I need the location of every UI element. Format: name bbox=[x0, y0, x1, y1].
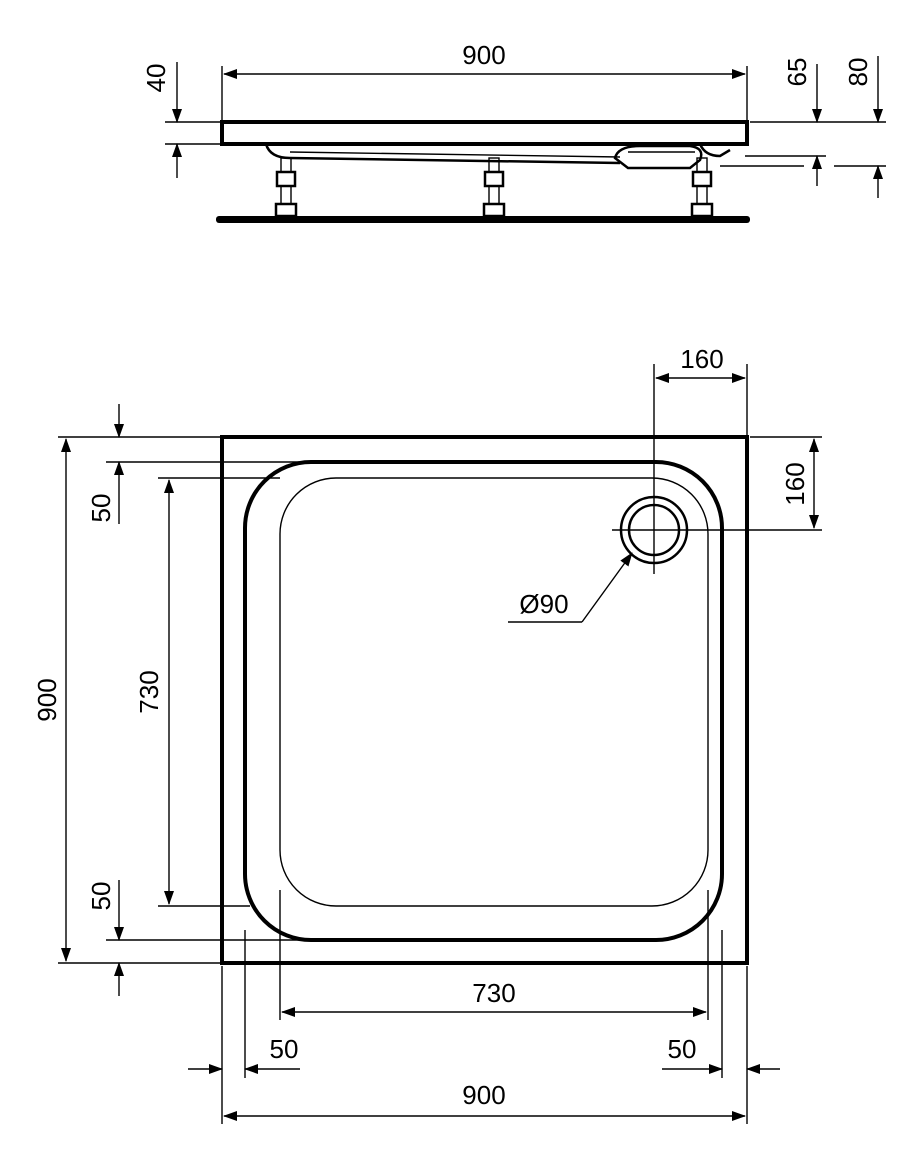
plan-view: 160 160 Ø90 900 730 50 50 bbox=[32, 344, 822, 1124]
depth-65-label: 65 bbox=[782, 58, 812, 87]
rim-height-label: 40 bbox=[141, 64, 171, 93]
floor-base bbox=[216, 216, 750, 223]
drain-outlet-side bbox=[613, 144, 703, 170]
drain-diameter-label: Ø90 bbox=[519, 589, 568, 619]
side-view: 900 40 65 80 bbox=[141, 40, 886, 223]
tray-underside bbox=[264, 143, 621, 165]
tray-rim-contour bbox=[243, 460, 724, 942]
tray-outer-edge bbox=[220, 435, 749, 965]
tray-basin-floor bbox=[279, 477, 709, 907]
inner-height-label: 730 bbox=[134, 670, 164, 713]
depth-80-label: 80 bbox=[843, 58, 873, 87]
leg-right bbox=[690, 157, 714, 218]
side-width-label: 900 bbox=[462, 40, 505, 70]
bottom-margin-label: 50 bbox=[86, 882, 116, 911]
overall-width-label: 900 bbox=[462, 1080, 505, 1110]
leg-middle bbox=[482, 157, 506, 218]
tray-underside-slope bbox=[289, 151, 621, 158]
drain-y-offset-label: 160 bbox=[780, 462, 810, 505]
overall-height-label: 900 bbox=[32, 678, 62, 721]
top-margin-label: 50 bbox=[86, 494, 116, 523]
tray-side-profile bbox=[220, 120, 749, 146]
leg-left bbox=[274, 157, 298, 218]
left-margin-label: 50 bbox=[270, 1034, 299, 1064]
right-margin-label: 50 bbox=[668, 1034, 697, 1064]
drain-x-offset-label: 160 bbox=[680, 344, 723, 374]
inner-width-label: 730 bbox=[472, 978, 515, 1008]
